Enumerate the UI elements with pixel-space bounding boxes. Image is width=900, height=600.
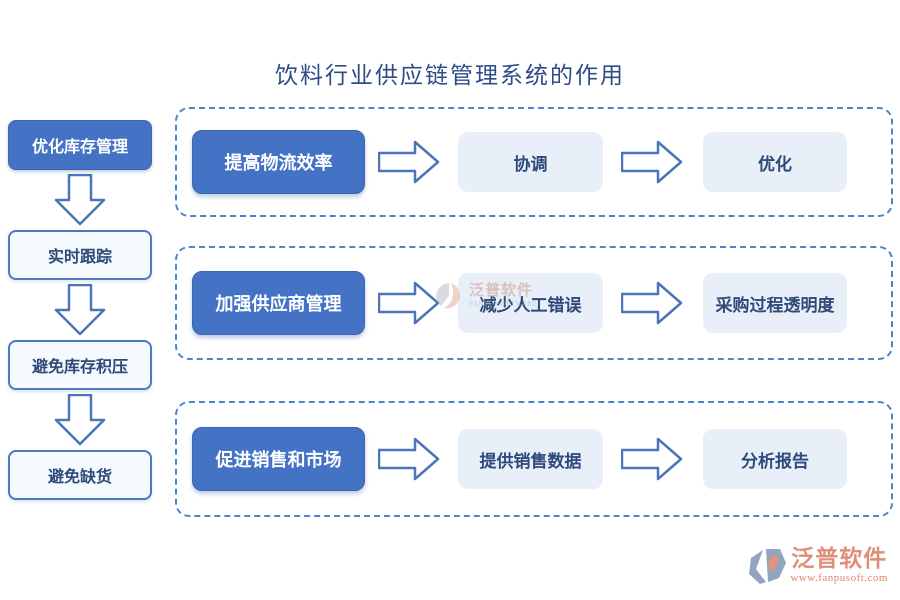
right-arrow-icon: [621, 140, 683, 184]
down-arrow-icon: [54, 394, 106, 446]
row1-step2-box: 优化: [703, 132, 847, 192]
row2-source-box: 加强供应商管理: [192, 271, 365, 335]
flow-row-supplier: 加强供应商管理 减少人工错误 采购过程透明度: [175, 246, 893, 360]
flow-node-avoid-overstock: 避免库存积压: [8, 340, 152, 390]
fanpu-logo-icon: [749, 549, 787, 584]
flow-row-sales: 促进销售和市场 提供销售数据 分析报告: [175, 401, 893, 517]
flow-node-avoid-stockout: 避免缺货: [8, 450, 152, 500]
row2-step1-box: 减少人工错误: [458, 273, 603, 333]
fanpu-logo: 泛普软件 www.fanpusoft.com: [745, 547, 888, 589]
right-arrow-icon: [378, 140, 440, 184]
left-flow-column: 优化库存管理 实时跟踪 避免库存积压 避免缺货: [8, 120, 152, 500]
right-arrow-icon: [621, 437, 683, 481]
right-arrow-icon: [621, 281, 683, 325]
page-title: 饮料行业供应链管理系统的作用: [275, 63, 625, 88]
row2-step2-box: 采购过程透明度: [703, 273, 847, 333]
row3-source-box: 促进销售和市场: [192, 427, 365, 491]
down-arrow-icon: [54, 174, 106, 226]
down-arrow-icon: [54, 284, 106, 336]
row1-step1-box: 协调: [458, 132, 603, 192]
row3-step2-box: 分析报告: [703, 429, 847, 489]
logo-brand-text: 泛普软件: [791, 546, 888, 571]
right-arrow-icon: [378, 281, 440, 325]
logo-url-text: www.fanpusoft.com: [790, 572, 888, 584]
flow-node-realtime-tracking: 实时跟踪: [8, 230, 152, 280]
flow-node-optimize-inventory: 优化库存管理: [8, 120, 152, 170]
row1-source-box: 提高物流效率: [192, 130, 365, 194]
row3-step1-box: 提供销售数据: [458, 429, 603, 489]
right-arrow-icon: [378, 437, 440, 481]
flow-row-logistics: 提高物流效率 协调 优化: [175, 107, 893, 217]
